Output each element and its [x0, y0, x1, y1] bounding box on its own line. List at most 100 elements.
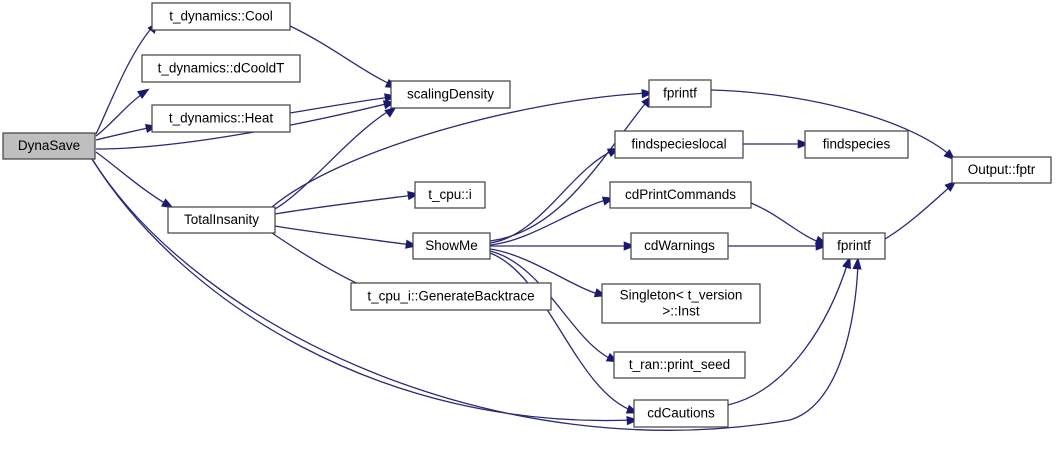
edge-totalinsan-to-scaling [274, 106, 397, 210]
node-label: cdWarnings [644, 238, 715, 253]
edge-line [489, 198, 610, 246]
arrow-head-icon [797, 139, 810, 149]
edge-line [274, 108, 393, 210]
node-label: t_cpu::i [428, 187, 472, 202]
edge-line [95, 151, 169, 206]
arrow-head-icon [160, 198, 174, 209]
edge-line [271, 92, 649, 208]
node-box[interactable] [951, 156, 1052, 184]
edge-dynasave-to-totalinsan [95, 151, 174, 209]
node-box[interactable] [613, 351, 746, 379]
edge-line [271, 232, 373, 291]
node-box[interactable] [141, 54, 301, 83]
edge-cdwarnings-to-fprintf_mid [727, 241, 828, 251]
node-label: fprintf [837, 238, 871, 253]
node-box[interactable] [414, 181, 486, 209]
edge-line [489, 248, 602, 296]
node-showme[interactable]: ShowMe [412, 232, 491, 260]
node-box[interactable] [151, 2, 291, 31]
node-box[interactable] [630, 232, 729, 260]
node-box[interactable] [822, 232, 886, 260]
node-box[interactable] [601, 283, 761, 324]
node-box[interactable] [167, 206, 276, 234]
node-box[interactable] [804, 130, 909, 159]
node-dcooldt[interactable]: t_dynamics::dCooldT [141, 54, 301, 83]
edge-dynasave-to-dcooldt [95, 88, 150, 137]
node-outputfptr[interactable]: Output::fptr [951, 156, 1052, 184]
edge-dynasave-to-cdcautions [91, 158, 639, 426]
node-box[interactable] [390, 80, 511, 109]
node-label: t_dynamics::Cool [169, 8, 273, 23]
arrow-head-icon [842, 256, 851, 270]
edge-line [289, 96, 392, 114]
edge-cool-to-scaling [289, 25, 398, 89]
edge-line [91, 158, 859, 431]
node-label: t_dynamics::dCooldT [158, 60, 285, 75]
edge-fprintf_mid-to-outputfptr [884, 180, 957, 240]
node-backtrace[interactable]: t_cpu_i::GenerateBacktrace [350, 282, 552, 311]
arrow-head-icon [815, 241, 828, 251]
node-label: ShowMe [425, 238, 478, 253]
node-box[interactable] [412, 232, 491, 260]
node-label: Singleton< t_version>::Inst [620, 287, 743, 318]
node-box[interactable] [609, 181, 752, 209]
node-label: findspecies [823, 136, 891, 151]
edge-showme-to-findsplocal [489, 147, 620, 244]
edge-dynasave-to-heat [95, 124, 158, 141]
node-scaling[interactable]: scalingDensity [390, 80, 511, 109]
node-cdcautions[interactable]: cdCautions [633, 399, 729, 428]
edge-line [489, 250, 614, 361]
node-label: scalingDensity [407, 86, 494, 101]
edge-line [95, 24, 155, 135]
edge-line [750, 202, 823, 244]
node-box[interactable] [350, 282, 552, 311]
edge-showme-to-fprintf_top [489, 95, 653, 242]
node-layer: DynaSave t_dynamics::Coolt_dynamics::dCoo… [2, 2, 1052, 428]
node-box[interactable] [648, 79, 712, 108]
edge-line [274, 194, 415, 215]
edge-heat-to-scaling [289, 93, 397, 114]
node-label: t_dynamics::Heat [169, 110, 274, 125]
node-findspecies[interactable]: findspecies [804, 130, 909, 159]
node-fprintf_top[interactable]: fprintf [648, 79, 712, 108]
node-printseed[interactable]: t_ran::print_seed [613, 351, 746, 379]
arrow-head-icon [641, 88, 654, 99]
node-box[interactable] [614, 130, 744, 159]
edge-line [91, 158, 634, 422]
node-cool[interactable]: t_dynamics::Cool [151, 2, 291, 31]
edge-cdcautions-to-fprintf_mid [727, 256, 851, 406]
arrow-head-icon [626, 415, 639, 426]
node-label: cdPrintCommands [625, 187, 736, 202]
arrow-head-icon [136, 88, 150, 100]
node-label: DynaSave [18, 138, 80, 153]
node-heat[interactable]: t_dynamics::Heat [151, 104, 291, 133]
edge-showme-to-cdwarnings [489, 241, 636, 251]
node-label: findspecieslocal [631, 136, 726, 151]
node-cdwarnings[interactable]: cdWarnings [630, 232, 729, 260]
node-singleton[interactable]: Singleton< t_version>::Inst [601, 283, 761, 324]
node-box[interactable] [2, 132, 96, 160]
node-findsplocal[interactable]: findspecieslocal [614, 130, 744, 159]
edge-line [884, 184, 953, 240]
edge-showme-to-cdcautions [489, 252, 639, 414]
edge-line [289, 25, 393, 86]
node-label: fprintf [663, 85, 697, 100]
node-totalinsan[interactable]: TotalInsanity [167, 206, 276, 234]
edge-dynasave-to-fprintf_mid [91, 158, 862, 431]
node-label: t_ran::print_seed [629, 357, 730, 372]
node-cdprintcmd[interactable]: cdPrintCommands [609, 181, 752, 209]
node-dynasave[interactable]: DynaSave [2, 132, 96, 160]
node-box[interactable] [633, 399, 729, 428]
edge-totalinsan-to-fprintf_top [271, 88, 654, 208]
edge-line [274, 225, 413, 246]
arrow-head-icon [852, 257, 862, 270]
edge-line [95, 102, 391, 150]
node-fprintf_mid[interactable]: fprintf [822, 232, 886, 260]
edge-findsplocal-to-findspecies [743, 139, 810, 149]
node-box[interactable] [151, 104, 291, 133]
edge-totalinsan-to-showme [274, 225, 418, 249]
arrow-head-icon [623, 241, 636, 251]
node-tcpui[interactable]: t_cpu::i [414, 181, 486, 209]
edge-line [727, 261, 849, 406]
